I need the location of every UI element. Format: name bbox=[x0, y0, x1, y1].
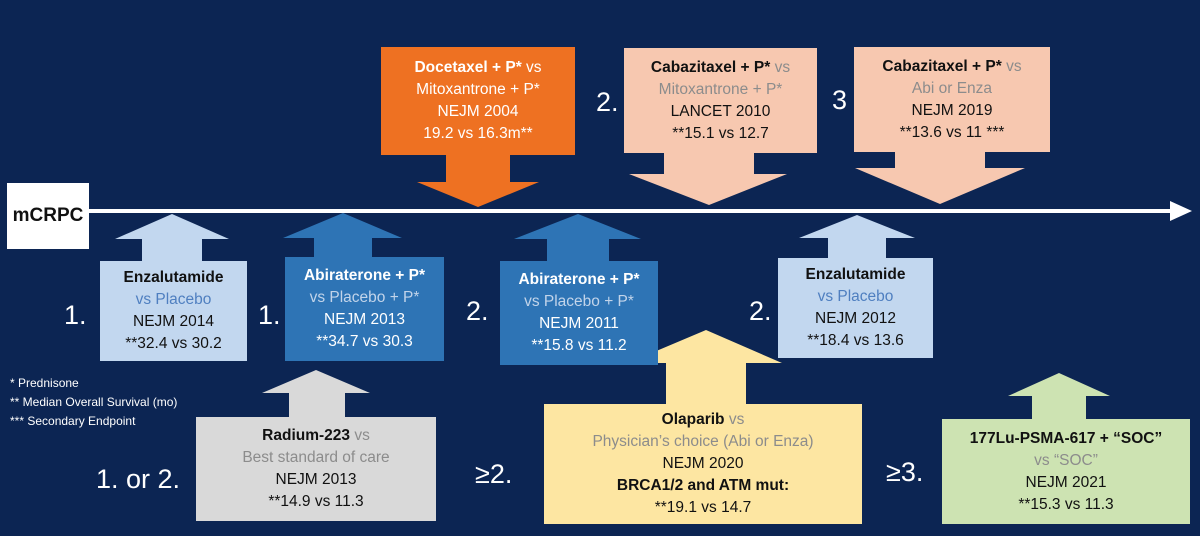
trial-result: **34.7 vs 30.3 bbox=[316, 333, 413, 350]
trial-vs: vs bbox=[1034, 451, 1050, 469]
line-label-abiraterone-2013: 1. bbox=[258, 300, 281, 330]
radium-trial-card: Radium-223 vs Best standard of care NEJM… bbox=[196, 417, 436, 521]
trial-result: **15.8 vs 11.2 bbox=[531, 337, 627, 354]
line-label-cabazitaxel-2019: 3 bbox=[832, 85, 848, 115]
docetaxel-trial-card: Docetaxel + P* vs Mitoxantrone + P* NEJM… bbox=[381, 47, 575, 155]
line-label-radium: 1. or 2. bbox=[96, 464, 181, 494]
trial-result: **19.1 vs 14.7 bbox=[654, 499, 752, 516]
line-label-cabazitaxel-2010: 2. bbox=[596, 87, 619, 117]
trial-drug: Abiraterone + P* bbox=[303, 267, 426, 284]
trial-comparator: Abi or Enza bbox=[911, 79, 993, 97]
trial-drug: Cabazitaxel + P* bbox=[882, 57, 1002, 75]
cabazitaxel-2010-title-line: Cabazitaxel + P* vs bbox=[651, 57, 790, 79]
trial-comparator: vs Placebo bbox=[135, 291, 212, 308]
footnote-item: ** Median Overall Survival (mo) bbox=[10, 395, 178, 409]
mcrpc-label: mCRPC bbox=[7, 183, 89, 249]
trial-journal: NEJM 2011 bbox=[539, 315, 619, 332]
trial-journal: NEJM 2021 bbox=[1025, 473, 1107, 491]
trial-comparator: Mitoxantrone + P* bbox=[658, 80, 783, 98]
trial-result: **13.6 vs 11 *** bbox=[899, 123, 1005, 141]
trial-result: 19.2 vs 16.3m** bbox=[423, 125, 533, 142]
trial-vs: vs bbox=[774, 58, 791, 76]
trial-drug: Cabazitaxel + P* bbox=[650, 58, 771, 76]
line-label-enzalutamide-2014: 1. bbox=[64, 300, 87, 330]
trial-journal: NEJM 2019 bbox=[911, 101, 993, 119]
trial-vs: vs bbox=[1006, 57, 1022, 75]
trial-vs: vs bbox=[728, 411, 745, 428]
trial-comparator: vs Placebo bbox=[817, 288, 894, 305]
enzalutamide-2012-up-arrow bbox=[799, 215, 915, 259]
footnote-item: * Prednisone bbox=[10, 376, 79, 390]
trial-vs: vs bbox=[354, 427, 370, 444]
cabazitaxel-2019-down-arrow bbox=[855, 148, 1025, 204]
trial-journal: LANCET 2010 bbox=[670, 102, 771, 120]
abiraterone-2011-up-arrow bbox=[514, 214, 641, 262]
footnote-item: *** Secondary Endpoint bbox=[10, 414, 136, 428]
radium-title-line: Radium-223 vs bbox=[262, 425, 370, 447]
radium-up-arrow bbox=[262, 370, 370, 418]
trial-drug: Olaparib bbox=[661, 411, 725, 428]
line-label-abiraterone-2011: 2. bbox=[466, 296, 489, 326]
trial-result: **15.3 vs 11.3 bbox=[1018, 495, 1114, 513]
olaparib-trial-card: Olaparib vs Physician’s choice (Abi or E… bbox=[544, 404, 862, 524]
trial-journal: NEJM 2020 bbox=[662, 455, 744, 472]
trial-journal: NEJM 2012 bbox=[815, 310, 896, 327]
trial-drug: Radium-223 bbox=[262, 427, 351, 444]
olaparib-up-arrow bbox=[628, 330, 782, 405]
cabazitaxel-2019-title-line: Cabazitaxel + P* vs bbox=[882, 56, 1021, 78]
abiraterone-2013-up-arrow bbox=[283, 213, 402, 258]
lutetium-up-arrow bbox=[1008, 373, 1110, 420]
trial-journal: NEJM 2013 bbox=[324, 311, 405, 328]
line-label-enzalutamide-2012: 2. bbox=[749, 296, 772, 326]
trial-comparator: Physician’s choice (Abi or Enza) bbox=[592, 433, 814, 450]
trial-journal: NEJM 2004 bbox=[437, 103, 519, 120]
lutetium-vs-line: vs “SOC” bbox=[1034, 450, 1098, 472]
trial-result: **14.9 vs 11.3 bbox=[268, 493, 364, 510]
trial-drug: 177Lu-PSMA-617 + “SOC” bbox=[969, 429, 1163, 447]
trial-result: **18.4 vs 13.6 bbox=[807, 332, 904, 349]
trial-biomarker: BRCA1/2 and ATM mut: bbox=[616, 477, 790, 494]
enzalutamide-2012-trial-card: Enzalutamide vs Placebo NEJM 2012 **18.4… bbox=[778, 258, 933, 358]
abiraterone-2011-trial-card: Abiraterone + P* vs Placebo + P* NEJM 20… bbox=[500, 261, 658, 365]
enzalutamide-2014-up-arrow bbox=[115, 214, 229, 262]
cabazitaxel-2010-trial-card: Cabazitaxel + P* vs Mitoxantrone + P* LA… bbox=[624, 48, 817, 153]
trial-vs: vs bbox=[526, 59, 542, 76]
trial-result: **15.1 vs 12.7 bbox=[672, 124, 769, 142]
docetaxel-down-arrow bbox=[417, 150, 539, 207]
trial-drug: Docetaxel + P* bbox=[414, 59, 522, 76]
line-label-lutetium: ≥3. bbox=[886, 457, 924, 487]
trial-comparator: vs Placebo + P* bbox=[309, 289, 420, 306]
olaparib-title-line: Olaparib vs bbox=[662, 409, 745, 431]
trial-journal: NEJM 2014 bbox=[133, 313, 214, 330]
trial-drug: Enzalutamide bbox=[123, 269, 224, 286]
abiraterone-2013-trial-card: Abiraterone + P* vs Placebo + P* NEJM 20… bbox=[285, 257, 444, 361]
trial-journal: NEJM 2013 bbox=[275, 471, 357, 488]
trial-comparator: Best standard of care bbox=[242, 449, 390, 466]
trial-comparator: “SOC” bbox=[1053, 451, 1098, 469]
trial-comparator: Mitoxantrone + P* bbox=[416, 81, 540, 98]
line-label-olaparib: ≥2. bbox=[475, 459, 513, 489]
lutetium-trial-card: 177Lu-PSMA-617 + “SOC” vs “SOC” NEJM 202… bbox=[942, 419, 1190, 524]
cabazitaxel-2010-down-arrow bbox=[629, 150, 787, 205]
docetaxel-title-line: Docetaxel + P* vs bbox=[414, 57, 541, 79]
trial-drug: Enzalutamide bbox=[805, 266, 906, 283]
timeline-arrowhead bbox=[1170, 201, 1192, 221]
trial-drug: Abiraterone + P* bbox=[518, 271, 640, 288]
footnotes: * Prednisone ** Median Overall Survival … bbox=[10, 374, 177, 431]
cabazitaxel-2019-trial-card: Cabazitaxel + P* vs Abi or Enza NEJM 201… bbox=[854, 47, 1050, 152]
trial-result: **32.4 vs 30.2 bbox=[125, 335, 222, 352]
enzalutamide-2014-trial-card: Enzalutamide vs Placebo NEJM 2014 **32.4… bbox=[100, 261, 247, 361]
trial-comparator: vs Placebo + P* bbox=[524, 293, 634, 310]
